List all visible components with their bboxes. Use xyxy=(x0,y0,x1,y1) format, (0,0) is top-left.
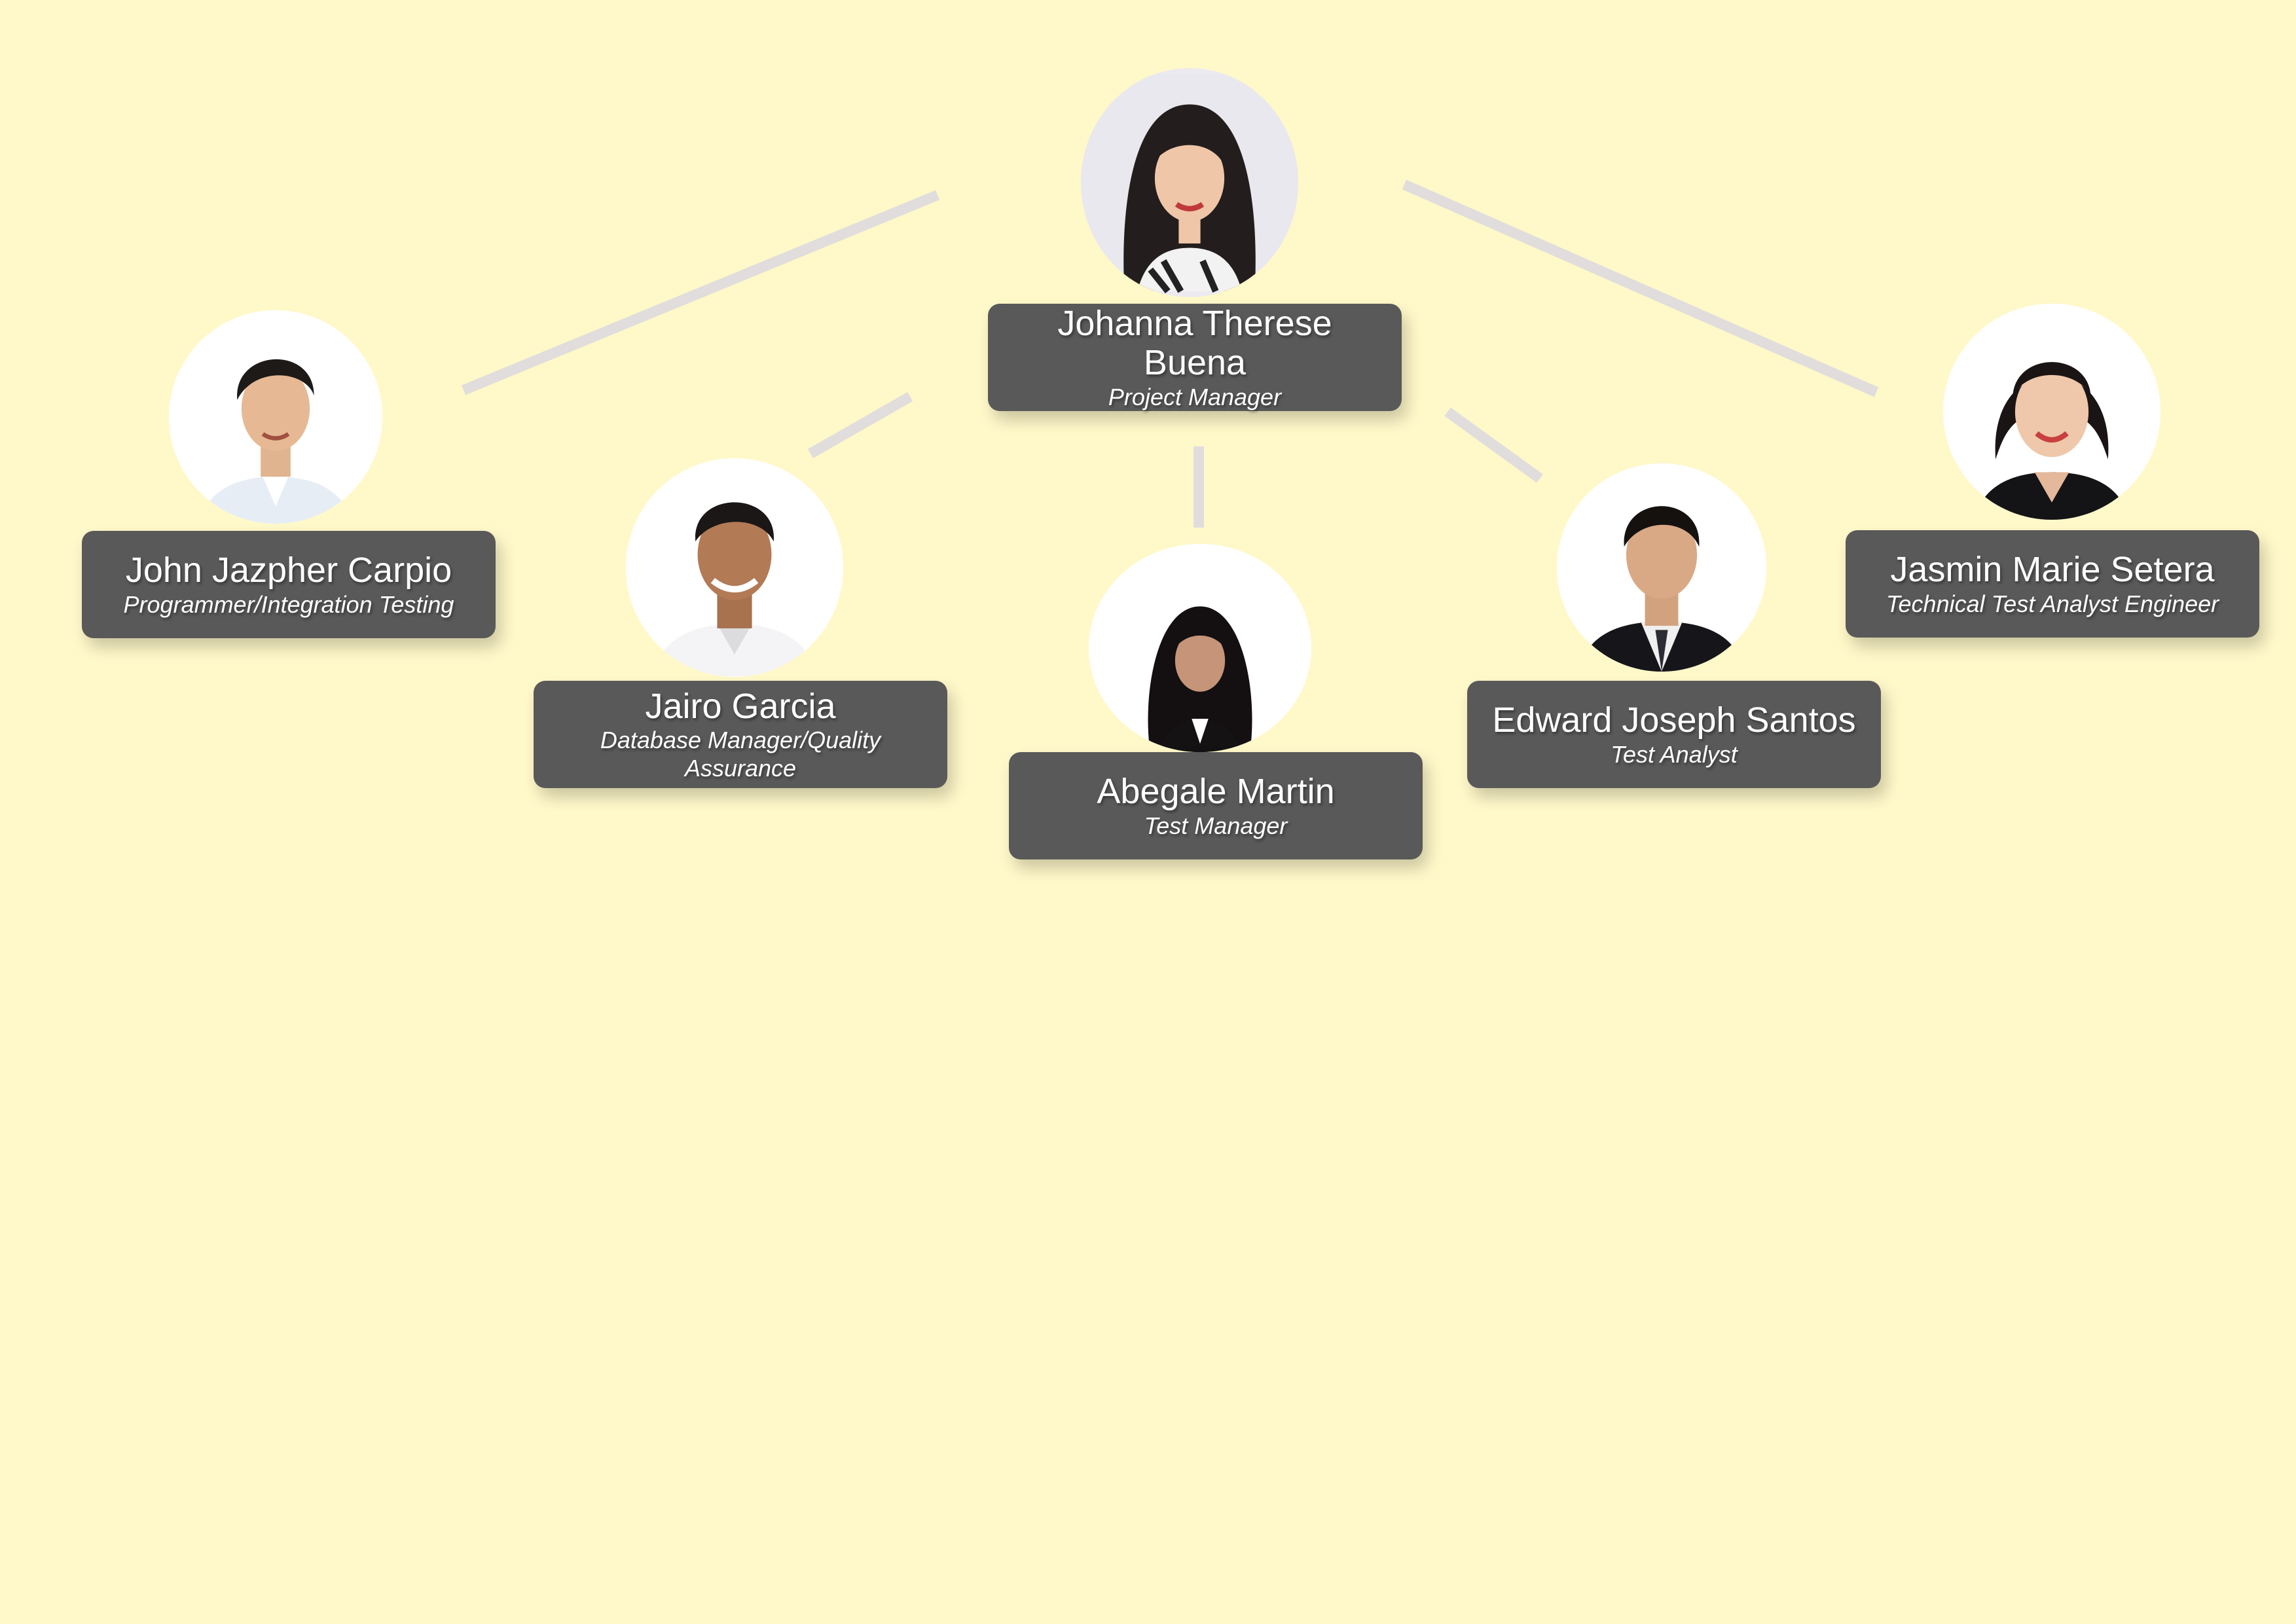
member-name: Abegale Martin xyxy=(1097,772,1335,812)
member-role: Programmer/Integration Testing xyxy=(123,590,454,618)
member-role: Project Manager xyxy=(1108,383,1282,410)
connector-to-garcia xyxy=(808,392,913,458)
portrait-man-icon xyxy=(626,459,843,676)
member-name: Jairo Garcia xyxy=(645,686,836,726)
avatar-project-manager xyxy=(1081,68,1298,297)
member-role: Technical Test Analyst Engineer xyxy=(1886,590,2219,617)
member-card-project-manager: Johanna Therese Buena Project Manager xyxy=(988,304,1402,411)
avatar-test-analyst xyxy=(1557,463,1766,672)
portrait-man-suit-icon xyxy=(1558,463,1766,672)
member-name: John Jazpher Carpio xyxy=(125,550,452,590)
portrait-woman-icon xyxy=(1944,304,2160,520)
portrait-woman-icon xyxy=(1096,544,1304,752)
connector-to-carpio xyxy=(461,190,940,395)
avatar-technical-test-analyst xyxy=(1943,304,2160,520)
member-role: Test Analyst xyxy=(1611,740,1738,768)
avatar-programmer xyxy=(169,310,382,524)
member-card-technical-test-analyst: Jasmin Marie Setera Technical Test Analy… xyxy=(1846,530,2259,638)
connector-to-santos xyxy=(1444,407,1543,483)
member-card-test-manager: Abegale Martin Test Manager xyxy=(1009,752,1423,859)
member-name: Edward Joseph Santos xyxy=(1492,700,1856,740)
member-role: Test Manager xyxy=(1144,812,1288,839)
avatar-test-manager xyxy=(1089,544,1311,752)
member-card-programmer: John Jazpher Carpio Programmer/Integrati… xyxy=(82,531,496,638)
portrait-woman-icon xyxy=(1081,74,1298,294)
member-name: Jasmin Marie Setera xyxy=(1890,550,2215,590)
member-name: Johanna Therese Buena xyxy=(1057,303,1332,383)
member-card-database-manager: Jairo Garcia Database Manager/Quality As… xyxy=(534,681,947,788)
member-card-test-analyst: Edward Joseph Santos Test Analyst xyxy=(1467,681,1881,788)
connector-to-setera xyxy=(1402,179,1879,397)
avatar-database-manager xyxy=(626,458,843,677)
member-role: Database Manager/Quality Assurance xyxy=(600,727,881,782)
portrait-man-icon xyxy=(169,310,382,524)
